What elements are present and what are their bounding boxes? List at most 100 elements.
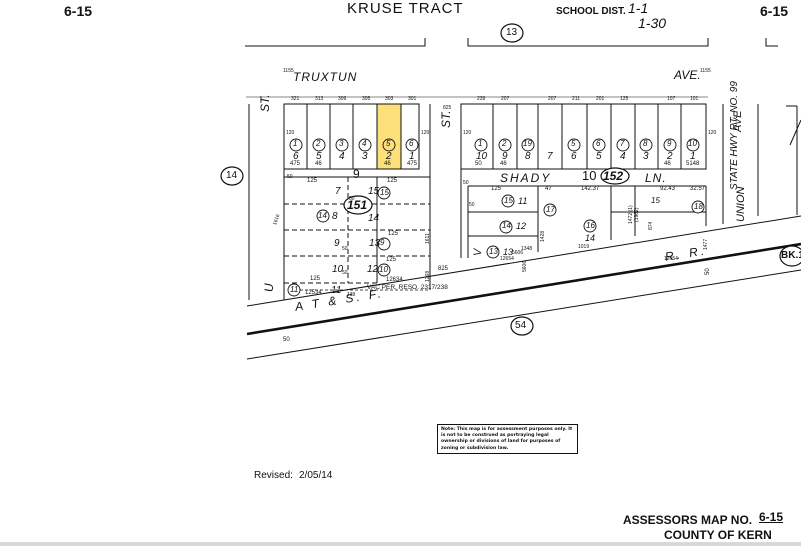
dimension: 1477: [703, 238, 709, 250]
parcel-num: 19: [523, 139, 532, 148]
lot-num: 7: [335, 186, 341, 197]
street-union: UNION: [735, 186, 747, 222]
lot-num: 10: [332, 264, 344, 275]
dimension: 1428: [540, 230, 546, 242]
dimension: 50: [705, 268, 711, 275]
assessors-map-label: ASSESSORS MAP NO.: [623, 513, 753, 527]
lot-width: 475: [407, 161, 418, 167]
lot-width: 5148: [686, 161, 700, 167]
parcel-num: 14: [502, 221, 511, 230]
dimension: 125: [388, 231, 399, 237]
map-ref-14: 14: [226, 170, 238, 181]
parcel-num: 18: [694, 202, 703, 211]
dimension: 825: [438, 266, 449, 272]
address: 125: [620, 96, 629, 102]
vacation-note: VAC PER. RESO. 2317/238: [367, 284, 448, 291]
parcel-num: 9: [380, 238, 385, 247]
street-ln: LN.: [645, 171, 667, 185]
map-ref-54: 54: [515, 320, 527, 331]
lot-num: 3: [643, 151, 649, 162]
frontage: 120: [708, 130, 717, 136]
street-st-left: ST.: [258, 94, 272, 112]
address: 303: [385, 96, 394, 102]
frontage: 120: [286, 130, 295, 136]
dimension: 50: [349, 196, 355, 202]
page-number-left: 6-15: [64, 3, 93, 19]
address: 239: [477, 96, 486, 102]
street-ave: AVE.: [674, 68, 701, 82]
revised-label: Revised:: [254, 470, 293, 481]
block-ref-151: 151: [347, 198, 368, 212]
parcel-num: 15: [651, 196, 660, 205]
dimension: (1962): [634, 207, 640, 222]
street-shady: SHADY: [500, 171, 552, 185]
address: 301: [408, 96, 417, 102]
street-u: U: [262, 283, 276, 292]
parcel-num: 5: [386, 139, 391, 148]
lot-num: 4: [620, 151, 626, 162]
lot-num: 1: [409, 151, 415, 162]
lot-num: 13: [369, 238, 381, 249]
school-dist-label: SCHOOL DIST.: [556, 6, 626, 17]
dimension: 12634: [386, 277, 403, 283]
lot-num: 8: [525, 151, 531, 162]
dimension: 125: [307, 178, 318, 184]
lot-num: 2: [386, 151, 392, 162]
lot-width: 46: [384, 161, 391, 167]
dimension: 50: [287, 174, 293, 180]
dimension: 125: [310, 276, 321, 282]
address: 321: [291, 96, 300, 102]
block-number-9: 9: [353, 167, 360, 181]
parcel-num: 17: [546, 205, 555, 214]
revised-date: 2/05/14: [299, 470, 333, 481]
lot-num: 9: [502, 151, 508, 162]
window-bottom-edge: [0, 542, 801, 546]
parcel-num: 3: [339, 139, 344, 148]
dimension: 142.37: [581, 186, 600, 192]
dimension: 125: [386, 257, 397, 263]
dimension: 125: [387, 178, 398, 184]
lot-width: 46: [315, 161, 322, 167]
lot-num: 2: [667, 151, 673, 162]
parcel-num: 10: [688, 139, 697, 148]
dimension: 1019: [578, 244, 590, 250]
address: 201: [596, 96, 605, 102]
parcel-num: 6: [596, 139, 601, 148]
block-ref-152: 152: [603, 169, 624, 183]
address-small: 825: [443, 105, 452, 111]
block-number-10: 10: [582, 168, 597, 183]
street-truxtun: TRUXTUN: [293, 70, 358, 84]
lot-num: 11: [518, 196, 528, 206]
parcel-num: 13: [489, 247, 498, 256]
frontage: 120: [421, 130, 430, 136]
lot-num: 6: [571, 151, 577, 162]
address-small: 1155: [700, 68, 711, 74]
lot-num: 6: [293, 151, 299, 162]
assessors-map-number: 6-15: [759, 510, 784, 524]
lot-num: 3: [362, 151, 368, 162]
lot-num: 12: [367, 264, 379, 275]
dimension: 1611: [425, 233, 431, 244]
lot-num: 4: [339, 151, 345, 162]
dimension: 92.43: [660, 186, 676, 192]
dimension: 5606: [512, 250, 524, 256]
address: 101: [690, 96, 699, 102]
lot-num: 11: [331, 285, 342, 296]
lot-width: 46: [500, 161, 507, 167]
address: 207: [548, 96, 557, 102]
address-small: 1155: [283, 68, 294, 74]
bk-label: BK.1: [781, 250, 801, 261]
dimension: 5606: [522, 260, 528, 272]
address: 309: [338, 96, 347, 102]
lot-width: 50: [475, 161, 482, 167]
parcel-num: 2: [316, 139, 321, 148]
dimension: 12534: [305, 290, 322, 296]
dimension: 50: [463, 180, 469, 186]
lot-num: 12: [516, 221, 527, 231]
dimension: 125: [491, 186, 502, 192]
parcel-num: 15: [380, 188, 389, 197]
parcel-num: 11: [290, 285, 299, 294]
assessment-notice: Note: This map is for assessment purpose…: [437, 424, 578, 454]
